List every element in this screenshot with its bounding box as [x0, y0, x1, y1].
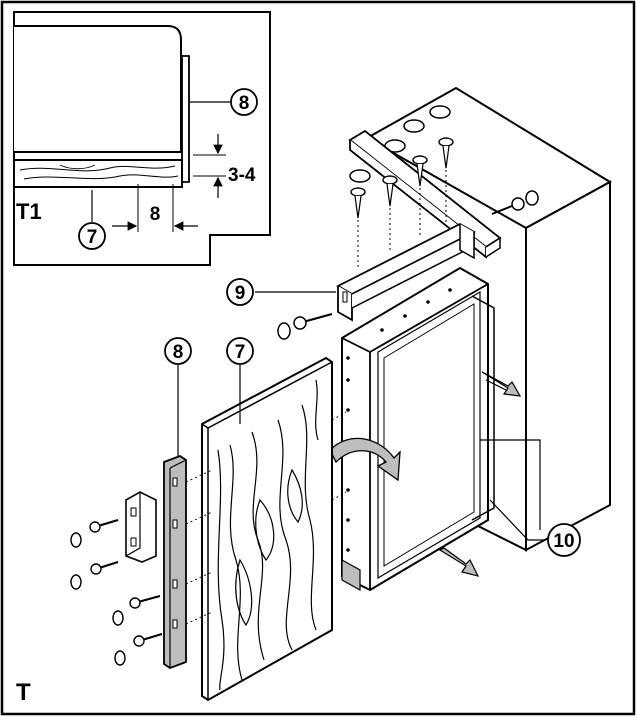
door-seal	[471, 295, 495, 521]
inset-wood-panel	[13, 159, 183, 188]
inset-door-body	[14, 25, 182, 153]
callout-door-seal	[547, 523, 581, 557]
inset-callout-trim	[230, 88, 258, 116]
motion-arrows	[329, 371, 522, 577]
callout-hinge-rail-text: 9	[235, 283, 246, 304]
callout-door-panel	[226, 337, 254, 365]
cabinet-side	[525, 180, 611, 552]
main-label: T	[16, 679, 31, 706]
callout-trim-strip-text: 8	[173, 342, 184, 363]
inset-label: T1	[16, 199, 42, 224]
inset-detail	[13, 11, 271, 266]
top-screws	[350, 137, 454, 268]
callout-hinge-rail	[226, 278, 254, 306]
gap-dimension: 3-4	[228, 165, 256, 186]
inset-callout-trim-text: 8	[239, 93, 250, 114]
hinge-rail	[277, 222, 476, 340]
wood-panel	[201, 356, 333, 702]
callout-door-seal-text: 10	[553, 531, 574, 552]
inset-frame	[13, 11, 271, 266]
cabinet	[349, 86, 612, 552]
main-callouts	[164, 278, 581, 557]
inset-callout-panel	[78, 222, 106, 250]
callout-trim-strip	[164, 337, 192, 365]
trim-strip	[70, 411, 347, 670]
callout-door-panel-text: 7	[235, 342, 246, 363]
overlap-dimension: 8	[150, 204, 161, 225]
inset-callout-panel-text: 7	[87, 227, 98, 248]
